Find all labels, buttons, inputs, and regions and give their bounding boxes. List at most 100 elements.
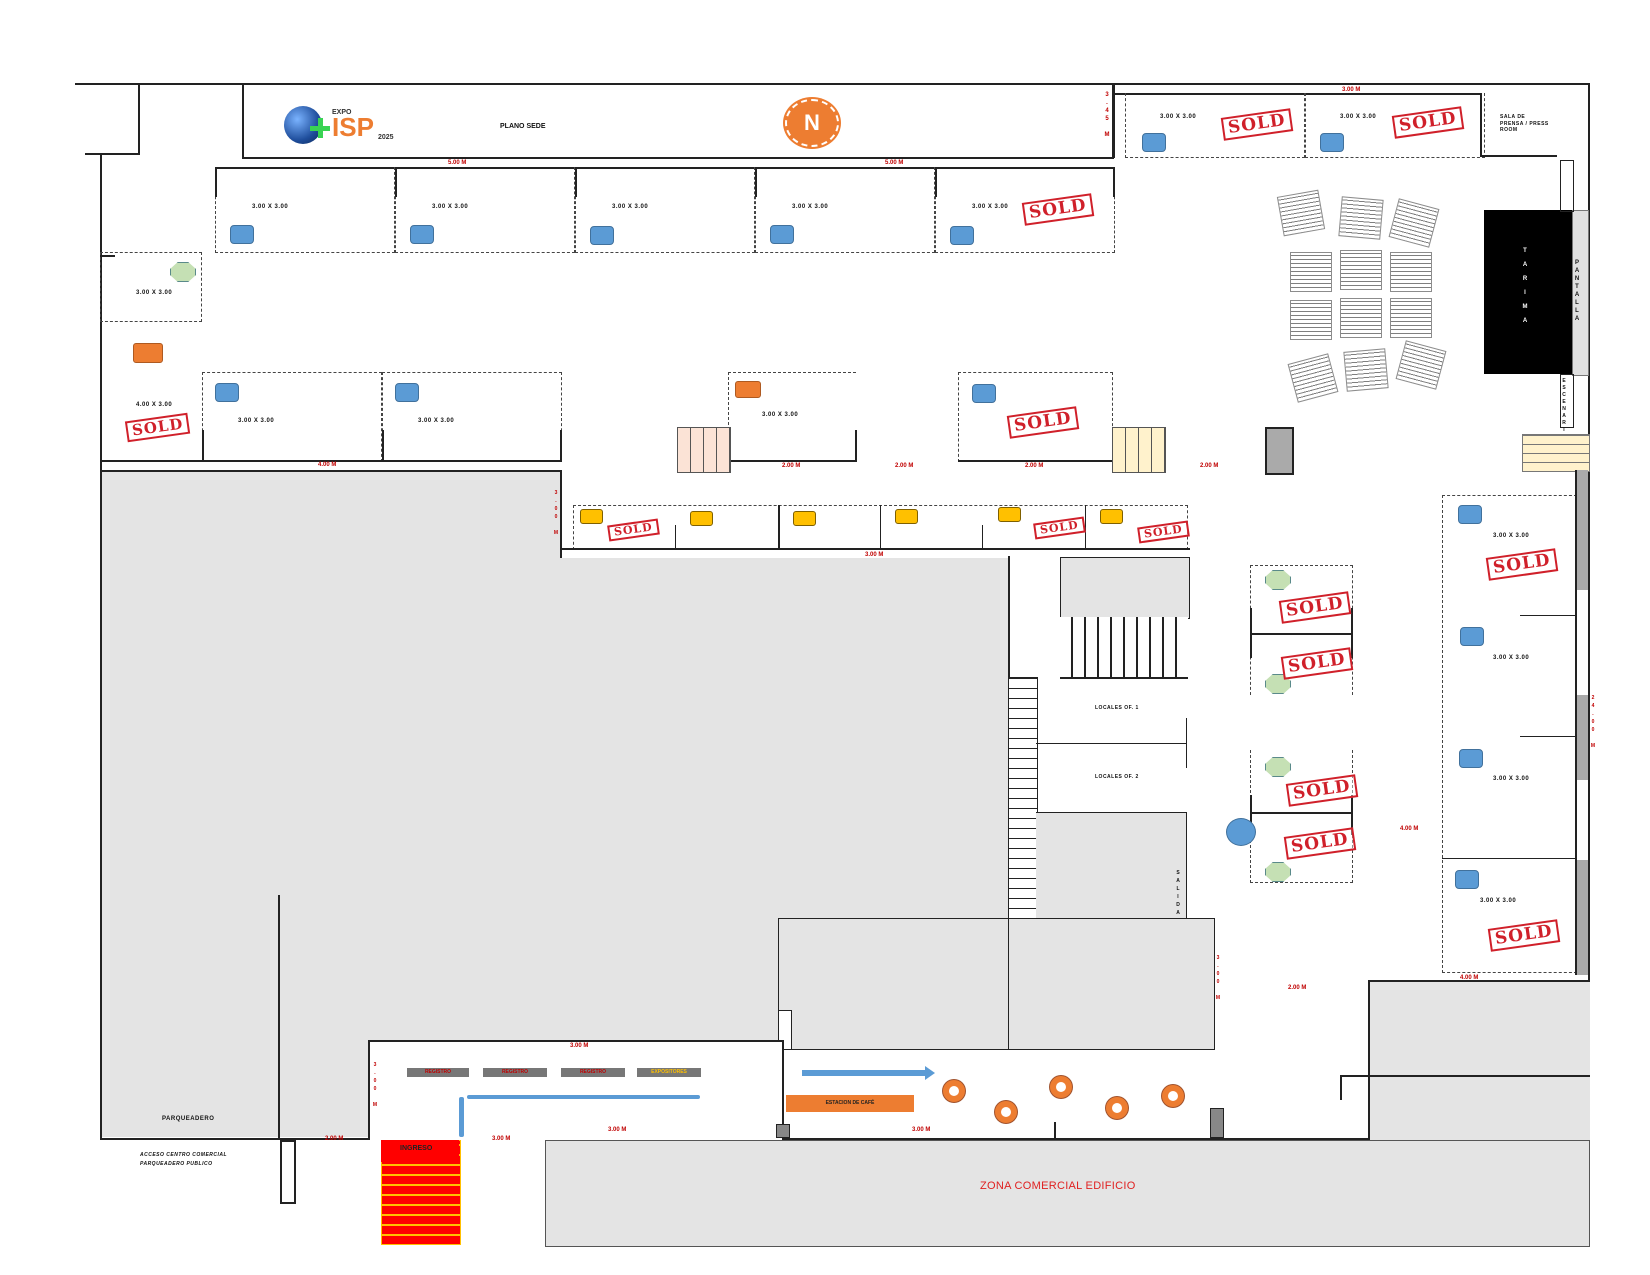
plus-icon	[310, 118, 330, 138]
booth-marker-blue	[395, 383, 419, 402]
top-right-wall	[1115, 93, 1480, 95]
registro-desk[interactable]: REGISTRO	[561, 1068, 625, 1077]
registro-desk[interactable]: EXPOSITORES	[637, 1068, 701, 1077]
booth-top-4[interactable]	[755, 167, 935, 253]
registro-desk[interactable]: REGISTRO	[407, 1068, 469, 1077]
round-table-icon	[1050, 1076, 1072, 1098]
column-pillar	[1265, 427, 1294, 475]
audience-chairs	[1276, 189, 1326, 237]
booth-right-column[interactable]	[1442, 495, 1577, 973]
booth-top-1-label: 3.00 X 3.00	[252, 204, 289, 210]
access-note-line2: PARQUEADERO PUBLICO	[140, 1161, 213, 1167]
booth-divider	[1351, 795, 1353, 835]
booth-top-5[interactable]	[935, 167, 1115, 253]
booth-mid-2[interactable]	[382, 372, 562, 462]
top-row-wall	[215, 167, 1115, 169]
booth-marker-blue	[1455, 870, 1479, 889]
exit-label: SALIDA	[1175, 870, 1181, 918]
right-lower-step-v2	[1368, 1020, 1370, 1075]
booth-marker-orange	[735, 381, 761, 398]
plant-group-divider	[1250, 812, 1353, 814]
plant-icon	[1265, 570, 1291, 590]
booth-marker-blue	[215, 383, 239, 402]
booth-marker-blue	[950, 226, 974, 245]
plan-title: PLANO SEDE	[500, 123, 546, 130]
dim-right-bottom: 4.00 M	[1460, 975, 1479, 981]
dim-yellow-row: 3.00 M	[865, 552, 884, 558]
booth-divider	[935, 167, 937, 197]
booth-topright-2[interactable]	[1305, 93, 1485, 158]
wall-corner-b	[85, 153, 140, 155]
booth-top-1[interactable]	[215, 167, 395, 253]
booth-marker-blue	[410, 225, 434, 244]
expositores-desk-label: EXPOSITORES	[651, 1069, 687, 1075]
lower-block-a	[778, 918, 1010, 1050]
booth-left-2-label: 4.00 X 3.00	[136, 402, 173, 408]
badge-logo-letter: N	[804, 110, 820, 135]
booth-divider	[215, 167, 217, 197]
plant-icon	[170, 262, 196, 282]
registro-desk-label: REGISTRO	[501, 1069, 529, 1075]
plant-icon	[1265, 862, 1291, 882]
booth-mid-4[interactable]	[958, 372, 1113, 462]
dim-top-right: 3.00 M	[1342, 87, 1361, 93]
dim-right-corridor: 4.00 M	[1400, 826, 1419, 832]
booth-left-1[interactable]	[100, 252, 202, 322]
parqueadero-label: PARQUEADERO	[162, 1116, 215, 1122]
dim-center-3: 2.00 M	[1025, 463, 1044, 469]
booth-mid-3[interactable]	[728, 372, 856, 460]
stage-side-box-bottom	[1560, 374, 1574, 428]
stage-side-box-top	[1560, 160, 1574, 212]
right-lower-step-v	[1340, 1075, 1342, 1100]
locales-side-wall	[1186, 718, 1187, 768]
dim-side-v3: 24.00 M	[1590, 695, 1596, 751]
wall-corner-a	[138, 83, 140, 155]
booth-marker-orange	[133, 343, 163, 363]
header-band	[242, 85, 1114, 159]
center-grey-top	[1060, 557, 1190, 619]
tarima-label: TARIMA	[1522, 248, 1528, 332]
header-right-wall	[1112, 83, 1115, 158]
booth-marker-yellow	[580, 509, 603, 524]
round-table-icon	[1162, 1085, 1184, 1107]
logo-year-text: 2025	[378, 134, 394, 141]
right-lower-step	[1340, 1075, 1590, 1077]
registro-desk[interactable]: REGISTRO	[483, 1068, 547, 1077]
booth-mid-1-label: 3.00 X 3.00	[238, 418, 275, 424]
booth-divider	[1250, 795, 1252, 835]
coffee-station[interactable]: ESTACION DE CAFÉ	[786, 1095, 914, 1112]
dim-registro-band: 3.00 M	[570, 1043, 589, 1049]
right-booth-divider	[1520, 736, 1577, 737]
expo-isp-logo: EXPO ISP 2025	[284, 104, 404, 146]
booth-mid-2-label: 3.00 X 3.00	[418, 418, 455, 424]
booth-divider	[395, 167, 397, 197]
booth-top-2[interactable]	[395, 167, 575, 253]
grey-top-wall	[100, 470, 562, 472]
booth-topright-1-label: 3.00 X 3.00	[1160, 114, 1197, 120]
grey-block-lower	[280, 920, 780, 1040]
booth-right-2-label: 3.00 X 3.00	[1493, 655, 1530, 661]
dim-left-corridor: 4.00 M	[318, 462, 337, 468]
booth-marker-yellow	[1100, 509, 1123, 524]
locales-divider	[1036, 743, 1186, 744]
booth-divider	[1250, 608, 1252, 658]
plant-icon	[1265, 674, 1291, 694]
stage-tarima	[1484, 210, 1572, 374]
booth-top-3[interactable]	[575, 167, 755, 253]
booth-topright-1[interactable]	[1125, 93, 1305, 158]
arrow-head-icon	[925, 1066, 935, 1080]
mid-row-bottom-wall	[100, 460, 562, 462]
badge-logo: N	[785, 99, 839, 147]
plant-group-divider	[1250, 633, 1353, 635]
audience-chairs	[1290, 300, 1332, 340]
dim-bottom-4: 3.00 M	[912, 1127, 931, 1133]
booth-mid-1[interactable]	[202, 372, 382, 462]
booth-left-1-label: 3.00 X 3.00	[136, 290, 173, 296]
audience-chairs	[1290, 252, 1332, 292]
booth-right-3-label: 3.00 X 3.00	[1493, 776, 1530, 782]
dim-top-band-1: 5.00 M	[448, 160, 467, 166]
dim-right-mid: 3.00 M	[1215, 955, 1221, 1003]
queue-line-horizontal	[467, 1095, 700, 1099]
booth-divider	[202, 430, 204, 462]
globe-icon	[284, 106, 322, 144]
